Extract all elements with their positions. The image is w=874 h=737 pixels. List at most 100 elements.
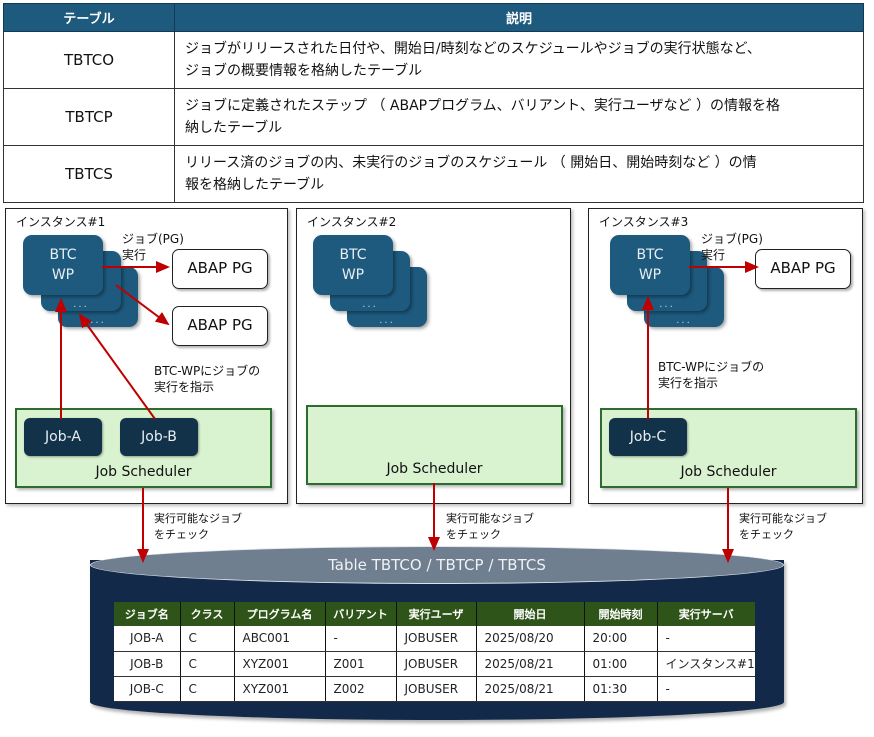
note-line: 実行を指示 xyxy=(658,376,719,390)
cell: JOB-C xyxy=(114,676,181,702)
desc-row-tbtcs: TBTCS リリース済のジョブの内、未実行のジョブのスケジュール （ 開始日、開… xyxy=(3,145,864,203)
note-line: をチェック xyxy=(739,528,794,541)
cell: - xyxy=(325,626,397,652)
table-name: TBTCO xyxy=(3,31,175,89)
cell: - xyxy=(657,626,755,652)
desc-row-tbtco: TBTCO ジョブがリリースされた日付や、開始日/時刻などのスケジュールやジョブ… xyxy=(3,31,864,89)
cell: JOB-B xyxy=(114,651,181,677)
database-title: Table TBTCO / TBTCP / TBTCS xyxy=(90,546,784,584)
job-a: Job-A xyxy=(24,418,102,456)
instance-3-box: インスタンス#3 ... ... BTC WP ジョブ(PG) 実行 ABAP … xyxy=(588,208,863,504)
header-description: 説明 xyxy=(174,3,864,32)
col-job-name: ジョブ名 xyxy=(114,602,181,626)
note-line: ジョブ(PG) xyxy=(701,232,763,246)
wp-line: BTC xyxy=(49,247,77,263)
check-note-1: 実行可能なジョブ をチェック xyxy=(154,511,242,543)
col-program: プログラム名 xyxy=(234,602,326,626)
cell: C xyxy=(180,626,235,652)
desc-line: ジョブがリリースされた日付や、開始日/時刻などのスケジュールやジョブの実行状態な… xyxy=(185,41,761,57)
wp-line: WP xyxy=(51,267,75,283)
cell: C xyxy=(180,651,235,677)
note-line: 実行可能なジョブ xyxy=(739,512,827,525)
cell: インスタンス#1 xyxy=(657,651,755,677)
table-desc: リリース済のジョブの内、未実行のジョブのスケジュール （ 開始日、開始時刻など … xyxy=(174,145,864,203)
btc-wp-front: BTC WP xyxy=(23,235,103,295)
wp-line: WP xyxy=(638,267,662,283)
cell: XYZ001 xyxy=(234,676,326,702)
header-table: テーブル xyxy=(3,3,175,32)
job-scheduler: Job-A Job-B Job Scheduler xyxy=(15,408,272,488)
note-line: BTC-WPにジョブの xyxy=(154,364,261,378)
wp-dots: ... xyxy=(676,315,692,326)
scheduler-title: Job Scheduler xyxy=(386,461,483,477)
exec-note: ジョブ(PG) 実行 xyxy=(701,231,763,263)
note-line: 実行を指示 xyxy=(154,380,215,394)
cell: 20:00 xyxy=(584,626,658,652)
table-desc: ジョブがリリースされた日付や、開始日/時刻などのスケジュールやジョブの実行状態な… xyxy=(174,31,864,89)
note-line: BTC-WPにジョブの xyxy=(658,360,765,374)
table-name: TBTCS xyxy=(3,145,175,203)
abap-pg-box: ABAP PG xyxy=(755,249,851,289)
note-line: 実行 xyxy=(122,248,147,262)
cell: Z001 xyxy=(325,651,397,677)
table-row: JOB-A C ABC001 - JOBUSER 2025/08/20 20:0… xyxy=(114,626,755,652)
job-c: Job-C xyxy=(609,418,687,456)
job-table-header: ジョブ名 クラス プログラム名 バリアント 実行ユーザ 開始日 開始時刻 実行サ… xyxy=(114,602,755,626)
wp-line: BTC xyxy=(339,247,367,263)
note-line: 実行可能なジョブ xyxy=(446,512,534,525)
cell: 01:30 xyxy=(584,676,658,702)
note-line: をチェック xyxy=(154,528,209,541)
scheduler-title: Job Scheduler xyxy=(680,464,777,480)
cell: ABC001 xyxy=(234,626,326,652)
note-line: をチェック xyxy=(446,528,501,541)
wp-line: BTC xyxy=(636,247,664,263)
cell: JOBUSER xyxy=(396,651,477,677)
desc-table-header: テーブル 説明 xyxy=(3,3,864,32)
cell: - xyxy=(657,676,755,702)
cell: JOBUSER xyxy=(396,626,477,652)
desc-line: リリース済のジョブの内、未実行のジョブのスケジュール （ 開始日、開始時刻など … xyxy=(185,155,757,171)
instance-label: インスタンス#1 xyxy=(16,215,106,229)
desc-row-tbtcp: TBTCP ジョブに定義されたステップ （ ABAPプログラム、バリアント、実行… xyxy=(3,88,864,146)
desc-line: 報を格納したテーブル xyxy=(185,177,325,193)
desc-line: 納したテーブル xyxy=(185,120,283,136)
wp-dots: ... xyxy=(73,299,89,310)
exec-note: ジョブ(PG) 実行 xyxy=(122,231,184,263)
job-scheduler: Job Scheduler xyxy=(306,405,563,485)
check-note-2: 実行可能なジョブ をチェック xyxy=(446,511,534,543)
instance-2-box: インスタンス#2 ... ... BTC WP Job Scheduler xyxy=(296,208,571,504)
cell: C xyxy=(180,676,235,702)
col-variant: バリアント xyxy=(325,602,397,626)
col-user: 実行ユーザ xyxy=(396,602,477,626)
cell: 2025/08/21 xyxy=(476,676,585,702)
cell: Z002 xyxy=(325,676,397,702)
cell: 01:00 xyxy=(584,651,658,677)
cell: 2025/08/20 xyxy=(476,626,585,652)
desc-line: ジョブの概要情報を格納したテーブル xyxy=(185,63,423,79)
wp-dots: ... xyxy=(379,315,395,326)
table-row: JOB-B C XYZ001 Z001 JOBUSER 2025/08/21 0… xyxy=(114,651,755,677)
check-note-3: 実行可能なジョブ をチェック xyxy=(739,511,827,543)
table-desc: ジョブに定義されたステップ （ ABAPプログラム、バリアント、実行ユーザなど … xyxy=(174,88,864,146)
col-class: クラス xyxy=(180,602,235,626)
instance-label: インスタンス#2 xyxy=(307,215,397,229)
desc-line: ジョブに定義されたステップ （ ABAPプログラム、バリアント、実行ユーザなど … xyxy=(185,98,781,114)
col-start-date: 開始日 xyxy=(476,602,585,626)
instance-label: インスタンス#3 xyxy=(599,215,689,229)
wp-line: WP xyxy=(341,267,365,283)
table-row: JOB-C C XYZ001 Z002 JOBUSER 2025/08/21 0… xyxy=(114,676,755,702)
scheduler-title: Job Scheduler xyxy=(95,464,192,480)
cell: XYZ001 xyxy=(234,651,326,677)
note-line: ジョブ(PG) xyxy=(122,232,184,246)
table-description-table: テーブル 説明 TBTCO ジョブがリリースされた日付や、開始日/時刻などのスケ… xyxy=(3,3,864,203)
note-line: 実行可能なジョブ xyxy=(154,512,242,525)
instance-1-box: インスタンス#1 ... ... BTC WP ジョブ(PG) 実行 ABAP … xyxy=(5,208,288,504)
job-schedule-table: ジョブ名 クラス プログラム名 バリアント 実行ユーザ 開始日 開始時刻 実行サ… xyxy=(114,602,755,702)
instruct-note: BTC-WPにジョブの 実行を指示 xyxy=(658,359,764,391)
wp-dots: ... xyxy=(362,299,378,310)
wp-dots: ... xyxy=(659,299,675,310)
btc-wp-front: BTC WP xyxy=(313,235,393,295)
cell: 2025/08/21 xyxy=(476,651,585,677)
col-server: 実行サーバ xyxy=(657,602,755,626)
note-line: 実行 xyxy=(701,248,726,262)
